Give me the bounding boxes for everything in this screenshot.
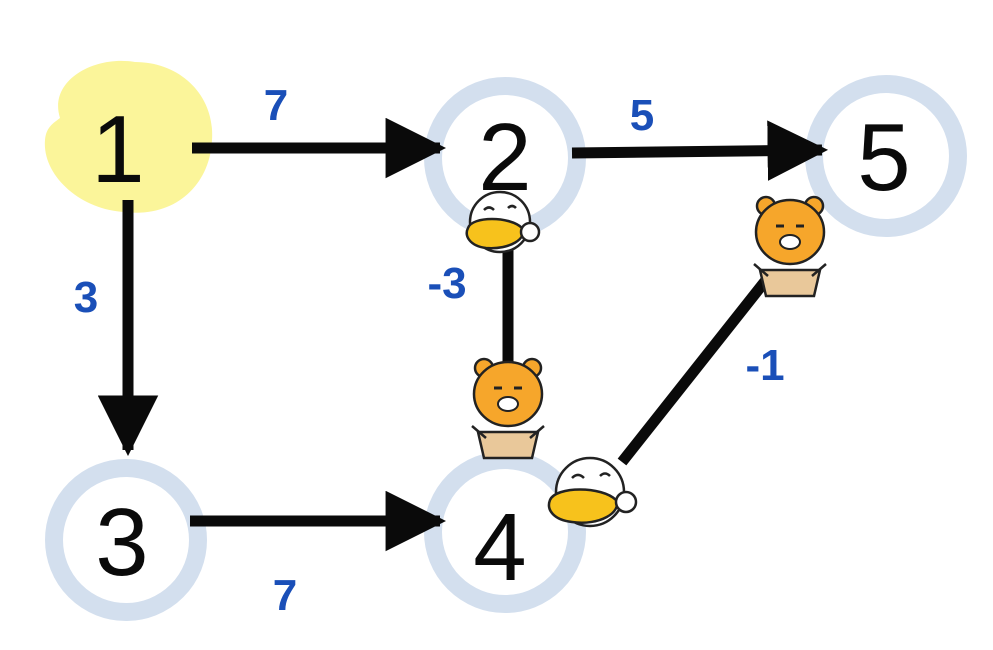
edge-1-to-3-weight: 3 bbox=[74, 273, 98, 322]
node-3: 3 bbox=[45, 459, 207, 621]
duck-character-icon bbox=[547, 456, 638, 528]
node-1-highlight bbox=[44, 60, 213, 213]
node-1: 1 bbox=[44, 60, 213, 213]
lion-character-icon bbox=[471, 357, 545, 460]
edge-1-to-2-weight: 7 bbox=[264, 81, 288, 130]
edge-2-to-4-weight: -3 bbox=[427, 259, 466, 308]
node-4: 4 bbox=[424, 451, 586, 613]
node-1-label: 1 bbox=[91, 96, 144, 203]
edge-4-to-5 bbox=[617, 271, 775, 466]
edge-2-to-5-weight: 5 bbox=[630, 91, 654, 140]
node-3-label: 3 bbox=[95, 489, 148, 596]
node-3-ring bbox=[45, 459, 207, 621]
edge-3-to-4-weight: 7 bbox=[273, 571, 297, 620]
node-4-label: 4 bbox=[473, 494, 526, 601]
duck-character-icon bbox=[465, 190, 541, 254]
lion-character-icon bbox=[753, 195, 827, 298]
edge-4-to-5-weight: -1 bbox=[745, 341, 784, 390]
node-5: 5 bbox=[805, 75, 967, 237]
node-5-label: 5 bbox=[857, 104, 910, 211]
edge-2-to-5 bbox=[571, 120, 829, 181]
